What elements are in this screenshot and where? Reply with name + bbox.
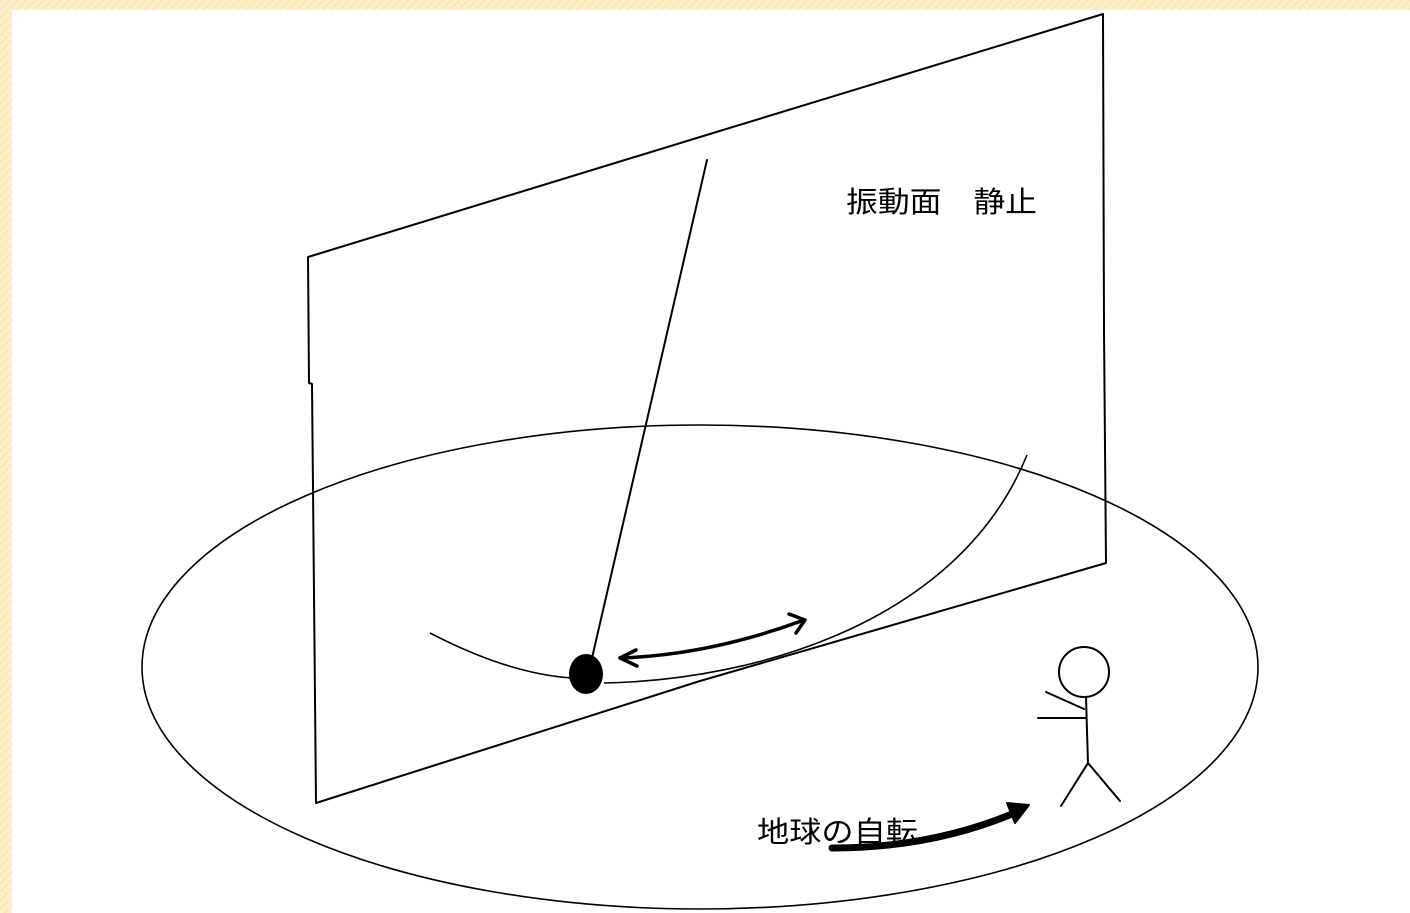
earth-rotation-label: 地球の自転 <box>757 815 918 849</box>
diagram-canvas <box>12 10 1410 913</box>
pendulum-bob <box>569 654 603 694</box>
oscillation-plane-label: 振動面 静止 <box>846 185 1037 219</box>
